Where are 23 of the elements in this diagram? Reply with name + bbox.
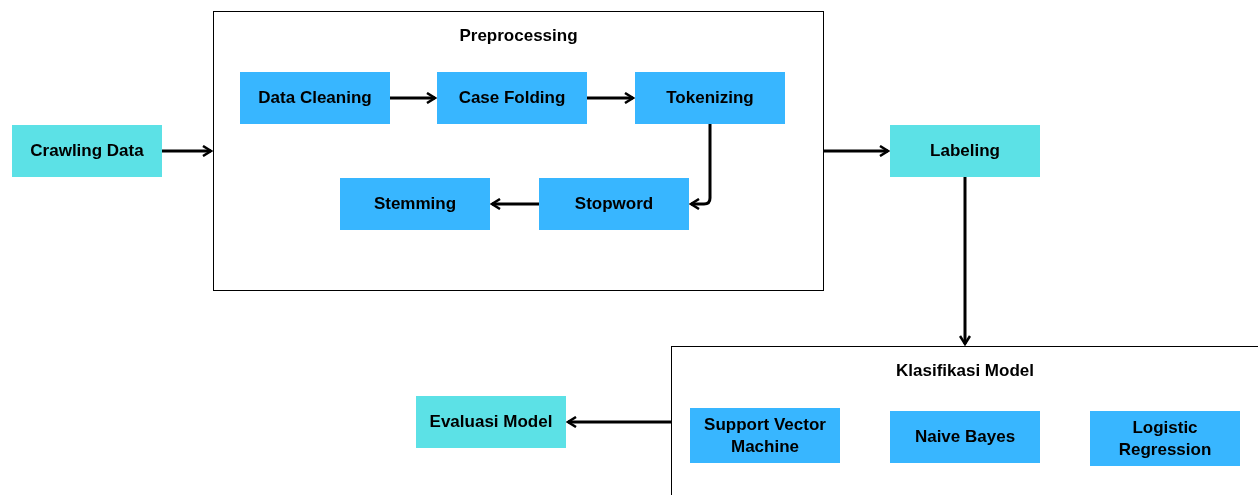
process-box: Stopword — [539, 178, 689, 230]
process-box: Labeling — [890, 125, 1040, 177]
process-box: Support Vector Machine — [690, 408, 840, 463]
process-box: Crawling Data — [12, 125, 162, 177]
process-box: Naive Bayes — [890, 411, 1040, 463]
arrow — [689, 124, 712, 211]
arrow — [958, 177, 972, 346]
process-box: Stemming — [340, 178, 490, 230]
process-box: Evaluasi Model — [416, 396, 566, 448]
arrow — [490, 197, 539, 211]
group-title: Klasifikasi Model — [895, 360, 1035, 382]
arrow — [587, 91, 635, 105]
group-frame — [213, 11, 824, 291]
group-frame — [671, 346, 1258, 495]
process-box: Data Cleaning — [240, 72, 390, 124]
arrow — [162, 144, 213, 158]
process-box: Tokenizing — [635, 72, 785, 124]
arrow — [566, 415, 671, 429]
group-title: Preprocessing — [458, 25, 579, 47]
arrow — [824, 144, 890, 158]
process-box: Logistic Regression — [1090, 411, 1240, 466]
arrow — [390, 91, 437, 105]
process-box: Case Folding — [437, 72, 587, 124]
